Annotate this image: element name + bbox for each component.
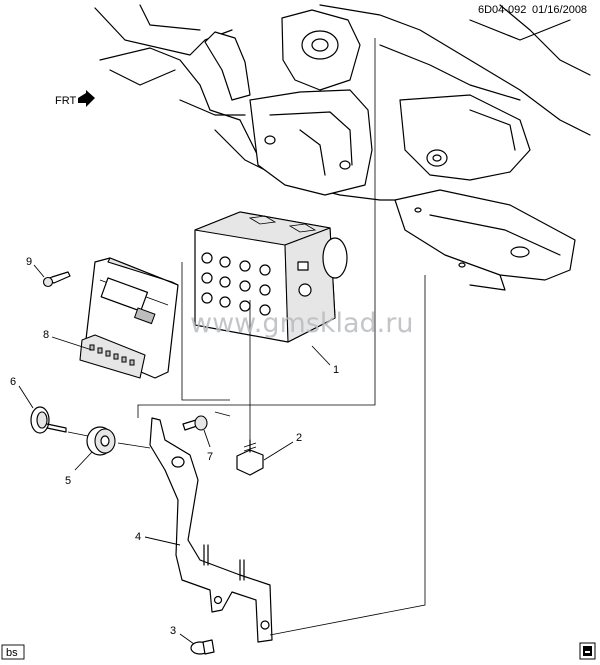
svg-text:5: 5 [65, 475, 71, 487]
footer-tag: bs [1, 644, 25, 660]
frt-label: FRT [55, 95, 76, 107]
svg-text:7: 7 [207, 451, 213, 463]
watermark-text: www.gmsklad.ru [190, 308, 413, 339]
callout-1: 1 [311, 345, 339, 376]
module-screw [42, 271, 71, 288]
svg-text:bs: bs [6, 647, 18, 659]
abs-mounting-bracket [149, 417, 273, 643]
diagram-date: 01/16/2008 [532, 4, 587, 16]
svg-text:2: 2 [296, 432, 302, 444]
callout-5: 5 [65, 451, 93, 487]
diagram-code: 6D04-092 [478, 4, 526, 16]
electronic-brake-control-module [79, 257, 179, 379]
washer-bolt [30, 406, 67, 434]
insulator-nut [236, 439, 264, 476]
svg-text:9: 9 [26, 256, 32, 268]
abs-modulator-assembly [194, 211, 348, 343]
callout-6: 6 [10, 376, 34, 409]
bracket-nut [190, 639, 215, 655]
svg-text:1: 1 [333, 364, 339, 376]
callout-7: 7 [203, 429, 213, 463]
callout-8: 8 [43, 329, 93, 351]
svg-text:8: 8 [43, 329, 49, 341]
module-connector-pins [89, 344, 135, 366]
svg-text:6: 6 [10, 376, 16, 388]
assembly-guide-lines [67, 38, 426, 636]
svg-text:4: 4 [135, 531, 141, 543]
front-direction-indicator: FRT [55, 90, 95, 107]
callout-2: 2 [263, 432, 302, 461]
callout-9: 9 [26, 256, 45, 278]
vehicle-frame-illustration [94, 4, 591, 291]
callout-4: 4 [135, 531, 181, 546]
svg-text:3: 3 [170, 625, 176, 637]
valve-ports [201, 252, 271, 316]
bracket-insulator [86, 426, 116, 456]
callout-3: 3 [170, 625, 195, 645]
frt-arrow-icon [78, 90, 95, 107]
gm-logo-icon [579, 642, 596, 660]
bracket-bolt [182, 415, 208, 431]
